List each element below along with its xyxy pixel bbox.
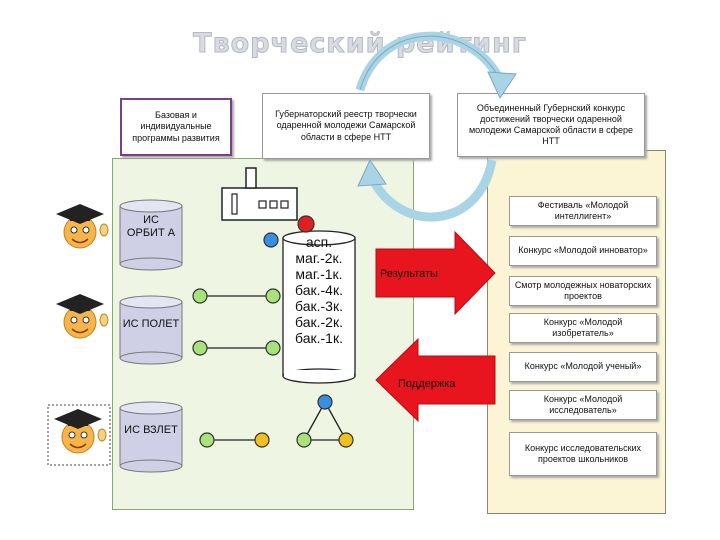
support-arrow [375, 337, 496, 423]
node-yellow-1 [254, 432, 270, 448]
server-device [221, 167, 298, 221]
vzlet-cylinder [119, 401, 183, 473]
contest-item-festival: Фестиваль «Молодой интеллигент» [509, 196, 657, 226]
vzlet-label: ИС ВЗЛЕТ [124, 424, 178, 436]
contest-item-scientist: Конкурс «Молодой ученый» [509, 352, 657, 382]
levels-cylinder [282, 230, 356, 384]
contest-item-school-projects: Конкурс исследовательских проектов школь… [509, 432, 657, 476]
orbita-label: ИС ОРБИТ А [126, 214, 176, 240]
student-icon-2 [56, 294, 109, 339]
student-icon-3 [47, 404, 111, 466]
level-item: бак.-3к. [295, 298, 343, 314]
base-programs-box: Базовая и индивидуальные программы разви… [120, 98, 232, 156]
node-green-6 [296, 432, 312, 448]
node-red [297, 215, 315, 233]
support-label: Поддержка [398, 378, 456, 390]
nodes [192, 215, 354, 448]
contest-item-review: Смотр молодежных новаторских проектов [509, 276, 657, 306]
node-yellow-2 [338, 432, 354, 448]
node-green-2 [265, 288, 281, 304]
governor-registry-box: Губернаторский реестр творчески одаренно… [262, 93, 430, 159]
contest-item-inventor: Конкурс «Молодой изобретатель» [509, 313, 657, 343]
results-label: Результаты [380, 268, 438, 280]
level-item: бак.-1к. [295, 330, 343, 346]
level-item: маг.-2к. [295, 250, 343, 266]
node-blue-1 [263, 232, 279, 248]
united-contest-box: Объединенный Губернский конкурс достижен… [457, 93, 645, 157]
node-green-4 [265, 340, 281, 356]
polet-label: ИС ПОЛЕТ [122, 318, 180, 330]
results-arrow [375, 230, 496, 316]
node-green-1 [192, 288, 208, 304]
level-item: бак.-2к. [295, 314, 343, 330]
orbita-cylinder [119, 199, 183, 271]
level-item: асп. [305, 234, 333, 250]
level-item: бак.-4к. [295, 282, 343, 298]
node-blue-2 [317, 394, 333, 410]
levels-stack: асп. маг.-2к. маг.-1к. бак.-4к. бак.-3к.… [283, 234, 355, 346]
node-green-3 [192, 340, 208, 356]
student-icon-1 [56, 204, 109, 249]
level-item: маг.-1к. [295, 266, 343, 282]
cycle-arrows [355, 31, 517, 222]
polet-cylinder [119, 295, 183, 365]
contest-item-innovator: Конкурс «Молодой инноватор» [509, 236, 657, 266]
node-green-5 [199, 432, 215, 448]
contest-item-researcher: Конкурс «Молодой исследователь» [509, 390, 657, 420]
